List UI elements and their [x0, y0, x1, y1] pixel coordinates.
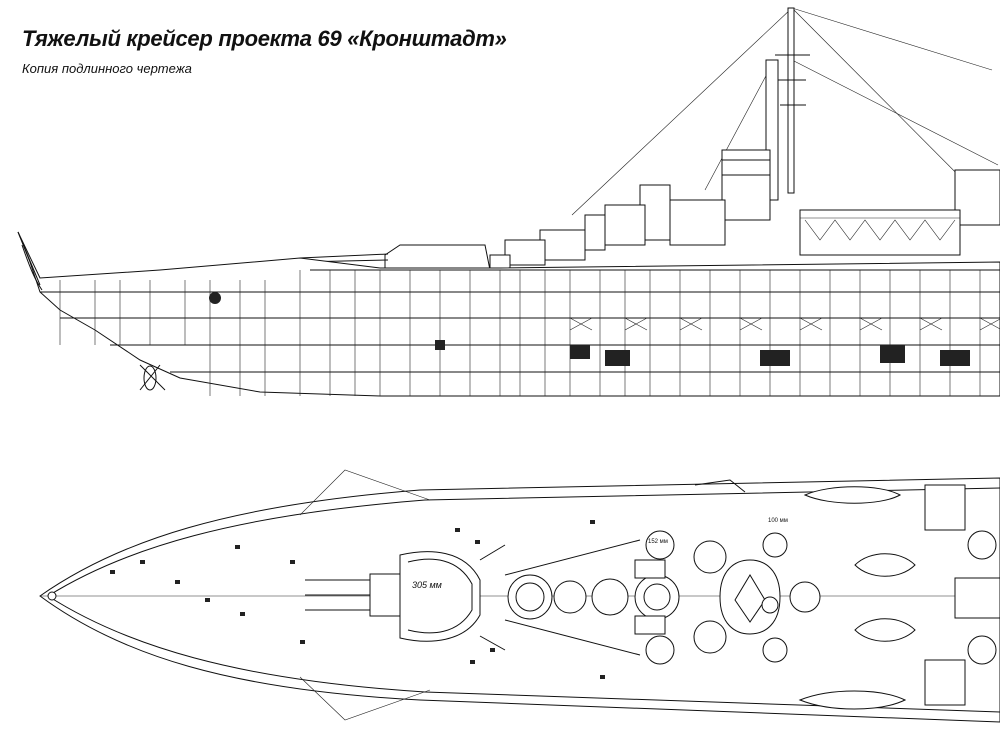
machinery-details: [209, 292, 970, 366]
funnel: [721, 149, 1000, 226]
page-title: Тяжелый крейсер проекта 69 «Кронштадт»: [22, 26, 507, 51]
forward-turret-plan: 305 мм: [305, 551, 481, 642]
page-subtitle: Копия подлинного чертежа: [22, 61, 192, 76]
bridge-plan: [591, 559, 821, 635]
propeller: [139, 364, 166, 391]
hull-compartments: [59, 270, 1000, 396]
hull-profile: [17, 231, 1000, 397]
deck-fittings: [110, 520, 605, 679]
ship-boats: [694, 479, 916, 710]
turret-caliber-label: 305 мм: [412, 580, 442, 590]
aa-caliber-label: 100 мм: [768, 518, 788, 524]
secondary-gun-mounts: 152 мм 100 мм: [645, 518, 788, 665]
secondary-caliber-label: 152 мм: [648, 539, 668, 545]
superstructure: [489, 184, 961, 271]
aft-turrets: [924, 484, 1000, 706]
second-turret-plan: [479, 539, 641, 656]
